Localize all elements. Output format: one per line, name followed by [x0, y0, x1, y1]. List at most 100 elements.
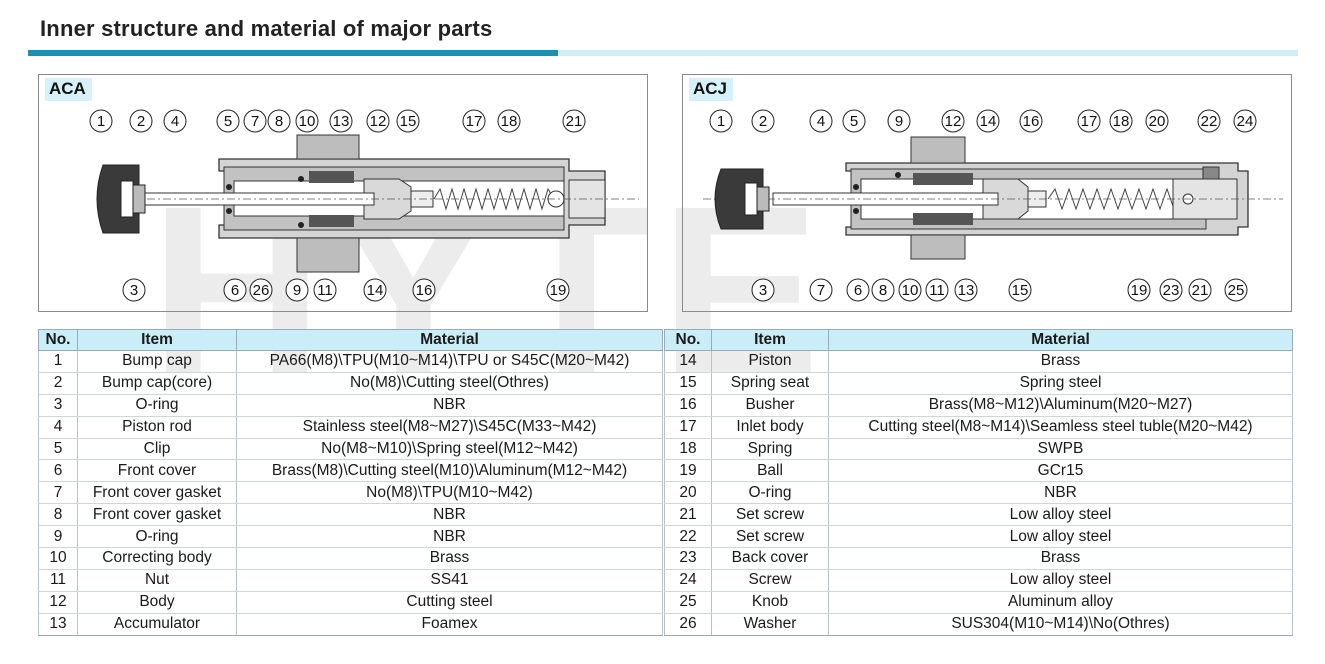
callout-marker	[1019, 109, 1043, 133]
callout-marker	[1008, 278, 1032, 302]
callout-number: 24	[1237, 113, 1254, 130]
cell-material: Foamex	[236, 613, 663, 636]
callout-number: 8	[275, 113, 283, 130]
cell-material: Aluminum alloy	[828, 591, 1293, 614]
cell-no: 10	[38, 547, 78, 570]
callout-number: 10	[299, 113, 316, 130]
callout-marker	[1109, 109, 1133, 133]
cell-material: Low alloy steel	[828, 569, 1293, 592]
callout-marker	[285, 278, 309, 302]
header-material: Material	[236, 329, 663, 351]
cell-material: Low alloy steel	[828, 525, 1293, 549]
callout-number: 21	[1192, 282, 1209, 299]
cell-no: 11	[38, 569, 78, 592]
callout-marker	[249, 278, 273, 302]
callout-number: 14	[980, 113, 997, 130]
callout-marker	[809, 109, 833, 133]
cell-item: Set screw	[711, 525, 829, 549]
callout-number: 17	[1081, 113, 1098, 130]
callout-number: 17	[466, 113, 483, 130]
callout-marker	[898, 278, 922, 302]
cell-item: Clip	[77, 438, 237, 461]
callout-marker	[243, 109, 267, 133]
callout-number: 16	[1023, 113, 1040, 130]
cell-material: NBR	[236, 525, 663, 549]
callout-marker	[129, 109, 153, 133]
cell-item: Bump cap(core)	[77, 372, 237, 395]
callout-marker	[396, 109, 420, 133]
callout-number: 14	[367, 282, 384, 299]
cell-item: Screw	[711, 569, 829, 592]
cell-no: 22	[664, 525, 712, 549]
callout-number: 12	[370, 113, 387, 130]
callout-marker	[295, 109, 319, 133]
callout-marker	[1077, 109, 1101, 133]
callout-marker	[329, 109, 353, 133]
callout-marker	[497, 109, 521, 133]
callout-marker	[1224, 278, 1248, 302]
cell-item: Inlet body	[711, 416, 829, 439]
callout-marker	[1159, 278, 1183, 302]
aca-label: ACA	[45, 78, 92, 101]
callout-marker	[1188, 278, 1212, 302]
header-material: Material	[828, 329, 1293, 351]
callout-number: 4	[171, 113, 179, 130]
callout-marker	[941, 109, 965, 133]
cell-item: Front cover	[77, 459, 237, 483]
callout-number: 6	[231, 282, 239, 299]
callout-number: 25	[1228, 282, 1245, 299]
callout-marker	[1233, 109, 1257, 133]
callout-marker	[223, 278, 247, 302]
callout-number: 2	[137, 113, 145, 130]
cell-material: Cutting steel(M8~M14)\Seamless steel tub…	[828, 416, 1293, 439]
cell-material: Brass(M8~M12)\Aluminum(M20~M27)	[828, 394, 1293, 417]
callout-number: 1	[97, 113, 105, 130]
cell-material: No(M8~M10)\Spring steel(M12~M42)	[236, 438, 663, 461]
cell-item: Accumulator	[77, 613, 237, 636]
cell-item: Set screw	[711, 503, 829, 527]
cell-no: 7	[38, 481, 78, 505]
cell-no: 14	[664, 350, 712, 373]
cell-no: 15	[664, 372, 712, 395]
callout-marker	[887, 109, 911, 133]
cell-item: Front cover gasket	[77, 481, 237, 505]
callout-number: 5	[850, 113, 858, 130]
cell-item: O-ring	[77, 525, 237, 549]
cell-no: 23	[664, 547, 712, 570]
callout-marker	[871, 278, 895, 302]
cell-no: 24	[664, 569, 712, 592]
callout-marker	[462, 109, 486, 133]
cell-item: Back cover	[711, 547, 829, 570]
callout-number: 16	[416, 282, 433, 299]
cell-item: Spring	[711, 438, 829, 461]
cell-item: Nut	[77, 569, 237, 592]
callout-number: 23	[1163, 282, 1180, 299]
page-title: Inner structure and material of major pa…	[40, 16, 493, 41]
cell-item: Piston rod	[77, 416, 237, 439]
callout-number: 22	[1201, 113, 1218, 130]
callout-marker	[925, 278, 949, 302]
cell-no: 6	[38, 459, 78, 483]
cell-material: No(M8)\Cutting steel(Othres)	[236, 372, 663, 395]
cell-item: Piston	[711, 350, 829, 373]
cell-item: Spring seat	[711, 372, 829, 395]
cell-no: 16	[664, 394, 712, 417]
callout-number: 26	[253, 282, 270, 299]
cell-item: Front cover gasket	[77, 503, 237, 527]
callout-number: 10	[902, 282, 919, 299]
cell-no: 1	[38, 350, 78, 373]
header-item: Item	[711, 329, 829, 351]
callout-number: 11	[929, 282, 945, 299]
header-item: Item	[77, 329, 237, 351]
cell-no: 21	[664, 503, 712, 527]
cell-no: 25	[664, 591, 712, 614]
